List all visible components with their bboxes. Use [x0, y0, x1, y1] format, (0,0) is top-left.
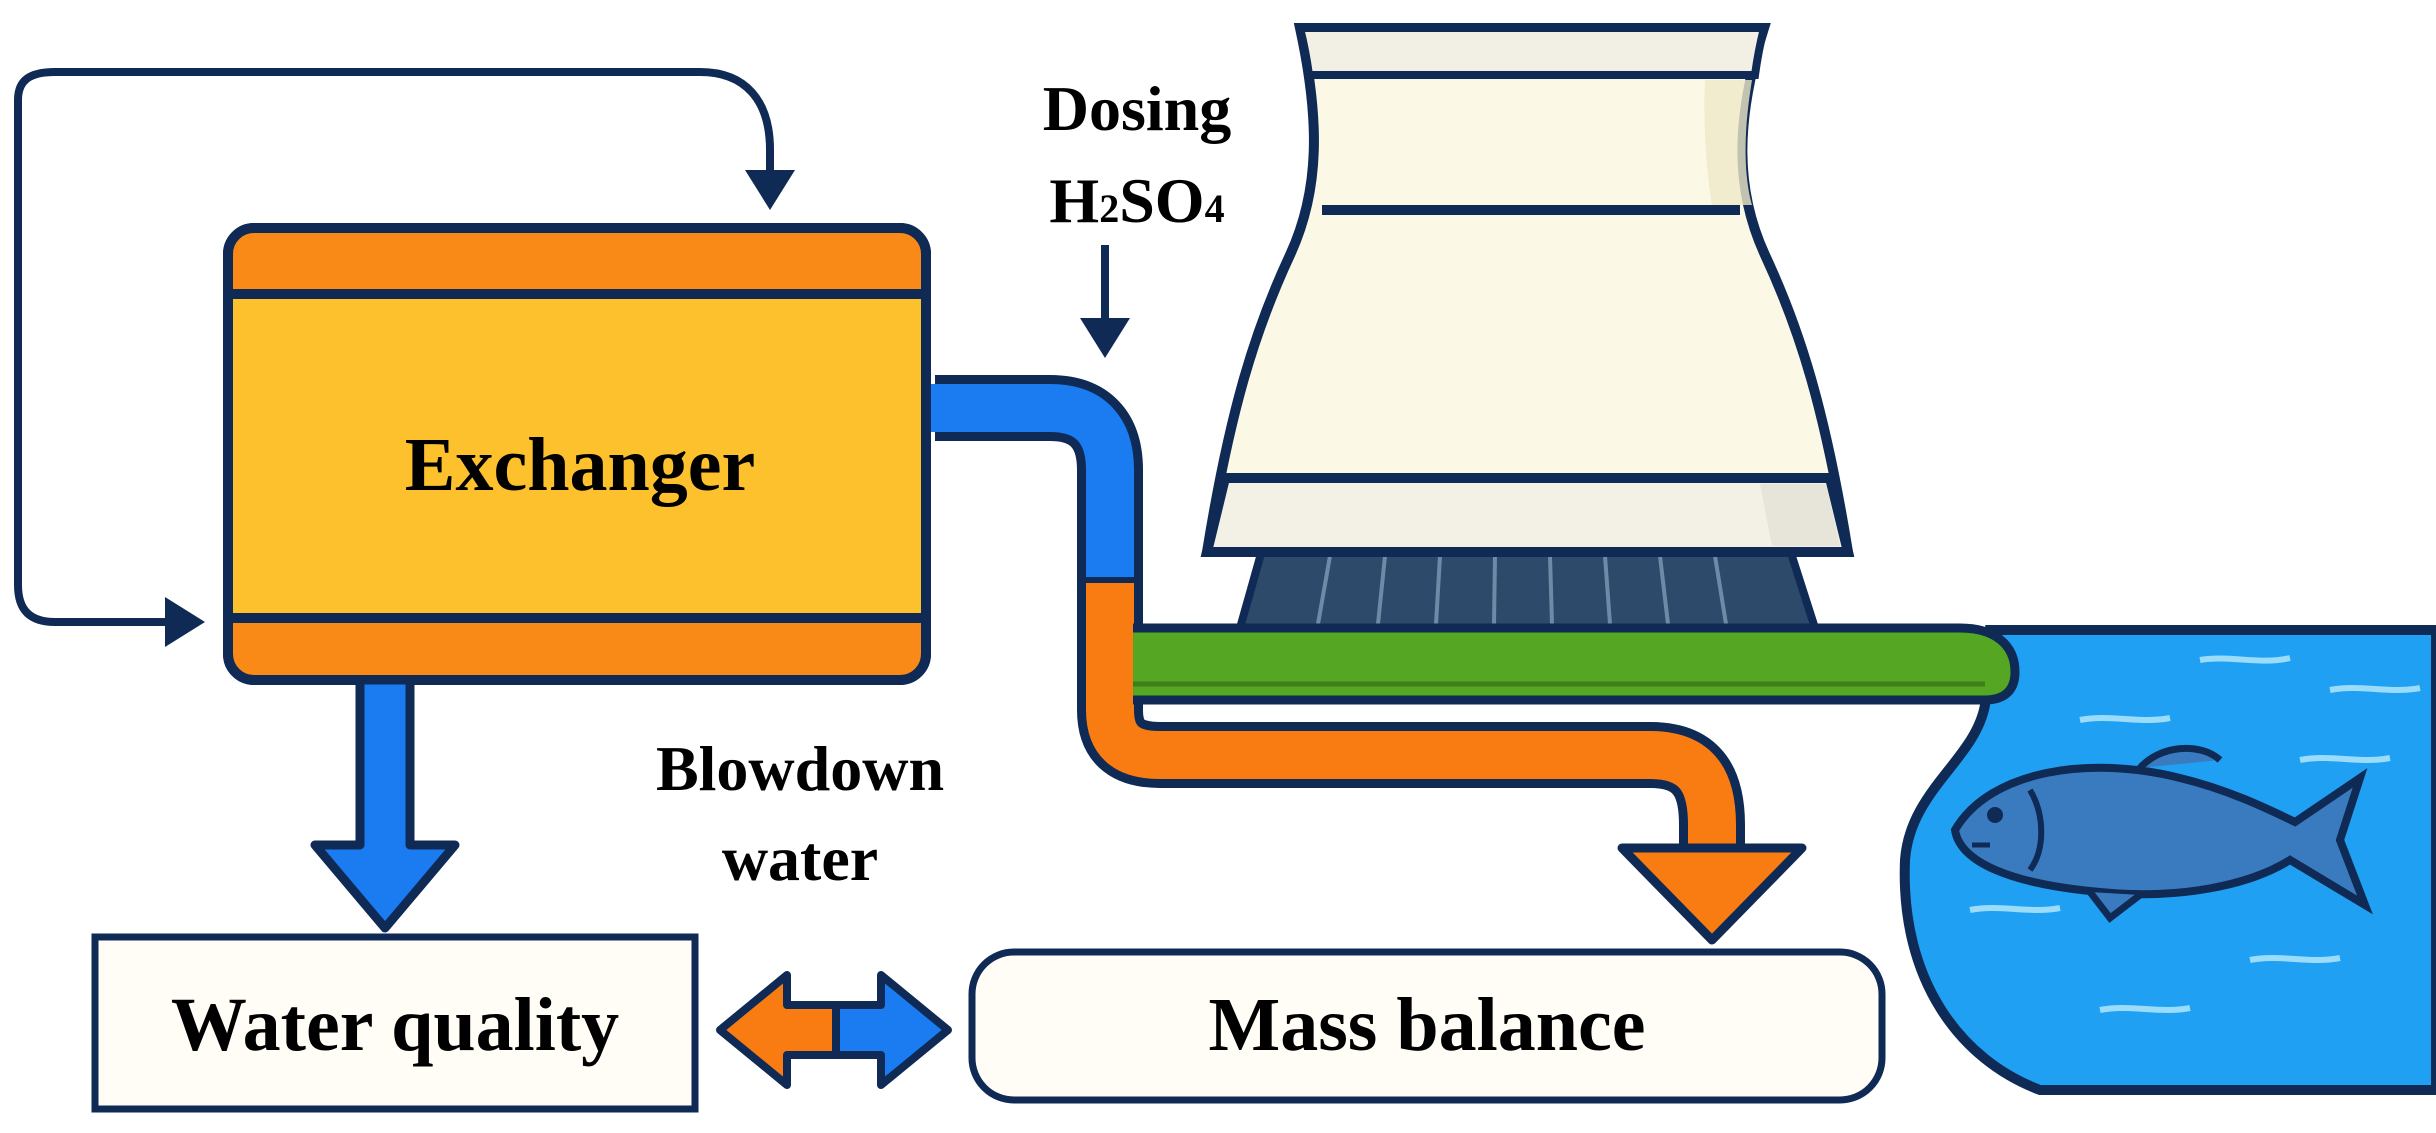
cooling-tower-fan-base	[1234, 546, 1821, 632]
recycle-arrow-icon	[14, 68, 795, 647]
mass-balance-box: Mass balance	[968, 948, 1886, 1104]
double-arrow-icon	[716, 971, 952, 1089]
exchanger: Exchanger	[223, 223, 931, 685]
blowdown-label-line1: Blowdown	[656, 733, 944, 804]
dosing-label: Dosing	[1043, 73, 1232, 144]
down-arrow-icon	[310, 675, 460, 933]
cooling-tower	[1200, 23, 1855, 632]
water-quality-label: Water quality	[171, 983, 619, 1067]
blowdown-pipe	[930, 375, 1807, 945]
water-quality-box: Water quality	[91, 933, 699, 1113]
exchanger-label: Exchanger	[405, 423, 755, 507]
dosing-formula: H2SO4	[1049, 165, 1224, 236]
discharge-channel	[1133, 623, 2020, 705]
dosing-arrow-icon	[1080, 245, 1130, 358]
fish-icon	[1950, 744, 2373, 923]
mass-balance-label: Mass balance	[1209, 983, 1646, 1067]
blowdown-label-line2: water	[722, 823, 878, 894]
